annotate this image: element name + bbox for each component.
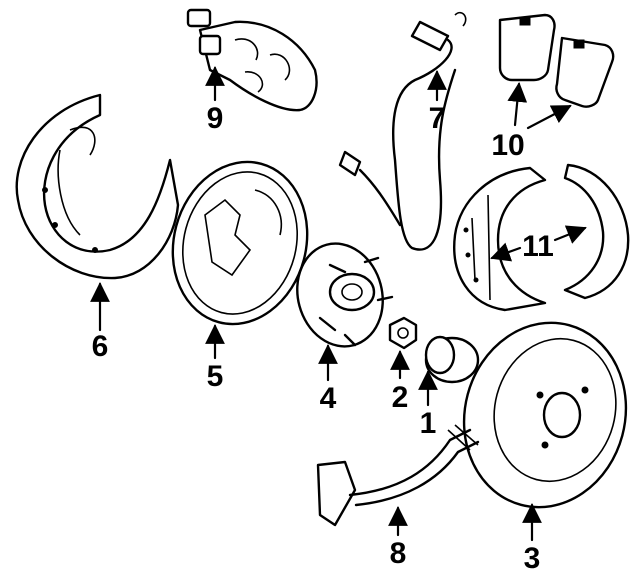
leader-10a [507, 82, 528, 127]
callout-9: 9 [207, 102, 224, 135]
callout-11: 11 [522, 230, 554, 263]
callout-7: 7 [429, 102, 446, 135]
part-5-backing-plate [171, 160, 309, 326]
part-2-nut [388, 316, 418, 350]
part-11-shoes [453, 163, 630, 312]
part-1-bearing [424, 335, 480, 384]
callout-5: 5 [207, 360, 224, 393]
part-7-sensor [338, 11, 467, 251]
part-4-hub [296, 242, 394, 348]
callout-1: 1 [420, 407, 437, 440]
part-3-rotor [462, 321, 628, 509]
leader-10b [526, 104, 572, 130]
leader-11a [490, 242, 522, 262]
callout-10: 10 [491, 129, 524, 162]
callout-3: 3 [524, 542, 541, 575]
callout-6: 6 [92, 330, 109, 363]
callout-8: 8 [390, 537, 407, 570]
part-8-hose [316, 424, 480, 527]
callout-4: 4 [320, 382, 337, 415]
part-10-pads [498, 13, 615, 108]
part-6-shield [15, 93, 180, 280]
leader-11b [553, 225, 587, 244]
callout-2: 2 [392, 381, 409, 414]
part-9-caliper [186, 8, 318, 112]
